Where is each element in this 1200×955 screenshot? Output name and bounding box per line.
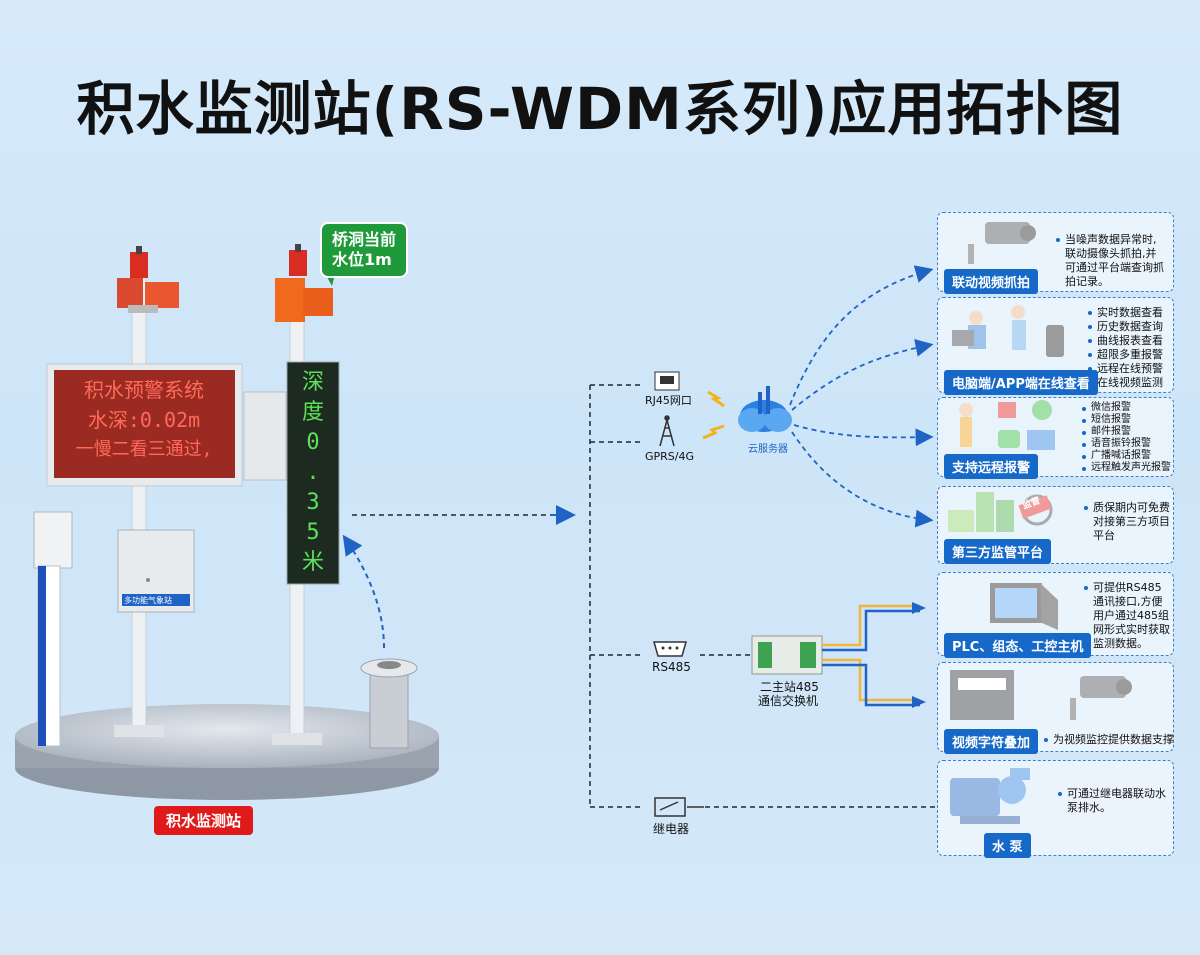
lightning-icon [702, 424, 725, 440]
led-line-3: 一慢二看三通过, [75, 439, 213, 460]
panel-item: 在线视频监测 [1088, 376, 1174, 390]
panel-item: 当噪声数据异常时,联动摄像头抓拍,并可通过平台端查询抓拍记录。 [1056, 233, 1166, 289]
panel-text: 微信报警 短信报警 邮件报警 语音振铃报警 广播喊话报警 远程触发声光报警 [1082, 402, 1174, 474]
box-text: 多功能气象站 [124, 596, 172, 605]
vled-char: 0 [306, 430, 320, 455]
panel-text: 可通过继电器联动水泵排水。 [1058, 787, 1168, 815]
panel-label: PLC、组态、工控主机 [944, 633, 1092, 658]
panel-remote-alarm: 支持远程报警 微信报警 短信报警 邮件报警 语音振铃报警 广播喊话报警 远程触发… [937, 397, 1174, 479]
panel-label: 支持远程报警 [944, 454, 1039, 479]
page-title: 积水监测站(RS-WDM系列)应用拓扑图 [76, 75, 1124, 143]
panel-text: 当噪声数据异常时,联动摄像头抓拍,并可通过平台端查询抓拍记录。 [1056, 233, 1166, 289]
bus-lines [822, 602, 926, 708]
panel-item: 可通过继电器联动水泵排水。 [1058, 787, 1168, 815]
sensor-arrow [342, 534, 385, 649]
gprs-label: GPRS/4G [645, 450, 695, 463]
panel-text: 质保期内可免费对接第三方项目平台 [1084, 501, 1172, 543]
panel-label: 电脑端/APP端在线查看 [944, 370, 1098, 395]
antenna-icon [659, 415, 675, 447]
panel-video-overlay: 视频字符叠加 为视频监控提供数据支撑 [937, 662, 1174, 754]
lightning-icon [707, 390, 725, 408]
water-level-callout: 桥洞当前 水位1m [320, 222, 409, 278]
left-pole [114, 246, 179, 737]
callout-line-1: 桥洞当前 [332, 230, 397, 249]
panel-text: 实时数据查看 历史数据查询 曲线报表查看 超限多重报警 远程在线预警 在线视频监… [1088, 306, 1174, 390]
panel-text: 为视频监控提供数据支撑 [1044, 733, 1174, 747]
panel-item: 远程触发声光报警 [1082, 462, 1174, 474]
panel-label: 视频字符叠加 [944, 729, 1039, 754]
connection-lines [352, 384, 935, 808]
led-line-1: 积水预警系统 [84, 378, 204, 402]
panel-item: 远程在线预警 [1088, 362, 1174, 376]
cloud-icon [738, 386, 792, 432]
panel-item: 语音振铃报警 [1082, 438, 1174, 450]
sensor-cylinder [360, 658, 418, 749]
vertical-led: 深 度 0 . 3 5 米 [290, 368, 336, 578]
rj45-label: RJ45网口 [645, 394, 692, 407]
station-label: 积水监测站 [154, 806, 254, 835]
panel-item: 可提供RS485通讯接口,方便用户通过485组网形式实时获取监测数据。 [1084, 581, 1172, 651]
panel-item: 超限多重报警 [1088, 348, 1174, 362]
platform [15, 704, 439, 800]
panel-label: 水 泵 [984, 833, 1031, 858]
switch-label-1: 二主站485 [760, 680, 819, 694]
panel-online-view: 电脑端/APP端在线查看 实时数据查看 历史数据查询 曲线报表查看 超限多重报警… [937, 297, 1174, 395]
callout-line-2: 水位1m [332, 250, 392, 269]
panel-water-pump: 水 泵 可通过继电器联动水泵排水。 [937, 760, 1174, 858]
vled-char: 米 [301, 550, 324, 575]
rs485-label: RS485 [652, 660, 691, 674]
water-gauge [33, 511, 73, 747]
vled-char: 3 [306, 490, 320, 515]
panel-video-capture: 联动视频抓拍 当噪声数据异常时,联动摄像头抓拍,并可通过平台端查询抓拍记录。 [937, 212, 1174, 294]
panel-item: 短信报警 [1082, 414, 1174, 426]
panel-item: 历史数据查询 [1088, 320, 1174, 334]
panel-item: 实时数据查看 [1088, 306, 1174, 320]
rs485-port-icon [653, 641, 687, 657]
panel-label: 第三方监管平台 [944, 539, 1052, 564]
vled-char: 度 [301, 400, 324, 425]
panel-text: 可提供RS485通讯接口,方便用户通过485组网形式实时获取监测数据。 [1084, 581, 1172, 651]
cloud-label: 云服务器 [748, 444, 788, 455]
cloud-arrows [789, 265, 934, 528]
panel-third-party: 第三方监管平台 质保期内可免费对接第三方项目平台 [937, 486, 1174, 564]
panel-item: 曲线报表查看 [1088, 334, 1174, 348]
vled-char: 深 [301, 370, 324, 395]
rj45-icon [654, 371, 680, 391]
panel-item: 为视频监控提供数据支撑 [1044, 733, 1174, 747]
panel-item: 广播喊话报警 [1082, 450, 1174, 462]
right-pole [243, 244, 340, 745]
vled-char: . [306, 460, 320, 485]
relay-label: 继电器 [653, 822, 690, 836]
relay-icon [654, 797, 704, 817]
panel-item: 邮件报警 [1082, 426, 1174, 438]
led-line-2: 水深:0.02m [87, 408, 201, 432]
panel-plc: PLC、组态、工控主机 可提供RS485通讯接口,方便用户通过485组网形式实时… [937, 572, 1174, 658]
panel-item: 微信报警 [1082, 402, 1174, 414]
led-board [46, 363, 243, 487]
panel-item: 质保期内可免费对接第三方项目平台 [1084, 501, 1172, 543]
control-box [117, 529, 195, 613]
switch-label-2: 通信交换机 [758, 694, 819, 708]
panel-label: 联动视频抓拍 [944, 269, 1039, 294]
vled-char: 5 [306, 520, 320, 545]
switch-module [751, 635, 823, 675]
